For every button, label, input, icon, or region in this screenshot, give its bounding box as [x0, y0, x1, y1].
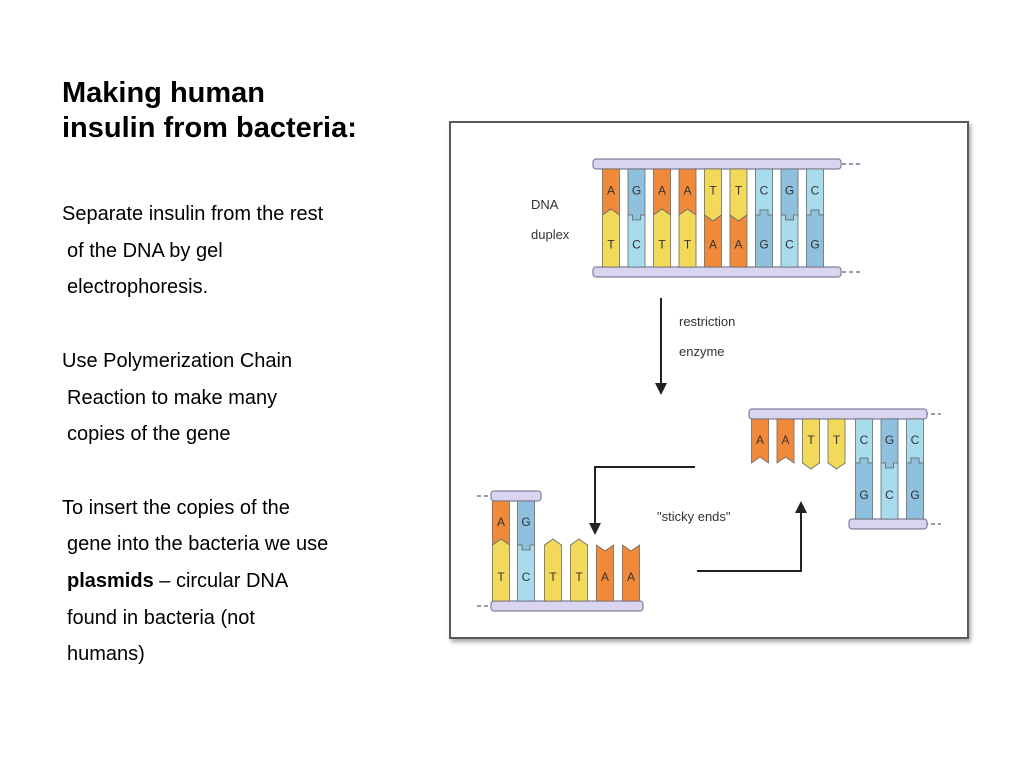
base-letter: A: [756, 433, 764, 447]
label-restriction: restriction: [679, 314, 735, 329]
left-base-bottom: [517, 544, 535, 602]
duplex-base-bottom: [806, 209, 824, 268]
base-letter: T: [807, 433, 815, 447]
slide-body: Separate insulin from the rest of the DN…: [62, 196, 402, 710]
base-letter: G: [632, 184, 641, 198]
left-fragment-bottom-backbone: [490, 600, 644, 612]
base-letter: T: [497, 570, 505, 584]
paragraph-pcr: Use Polymerization Chain Reaction to mak…: [62, 343, 402, 453]
text-line: electrophoresis.: [67, 276, 209, 299]
base-letter: C: [911, 433, 920, 447]
right-sticky-end-base: [827, 418, 846, 470]
base-letter: T: [833, 433, 841, 447]
down-arrow-head-icon: [655, 383, 667, 395]
plasmids-term: plasmids: [67, 570, 154, 592]
text-line: copies of the gene: [67, 423, 231, 446]
right-fragment-bottom-backbone: [848, 518, 928, 530]
title-line-1: Making human: [62, 77, 266, 109]
base-letter: C: [885, 488, 894, 502]
left-sticky-end-base: [544, 538, 562, 602]
right-arrow-head-icon: [795, 501, 807, 513]
duplex-base-bottom: [704, 214, 722, 268]
label-duplex: duplex: [531, 227, 570, 242]
text-line: humans): [67, 643, 145, 666]
text-line: Use Polymerization Chain: [62, 349, 293, 372]
base-letter: G: [759, 238, 768, 252]
left-fragment-top-backbone: [490, 490, 542, 502]
base-letter: G: [810, 238, 819, 252]
duplex-base-bottom: [755, 209, 773, 268]
base-letter: G: [521, 515, 530, 529]
base-letter: C: [811, 184, 820, 198]
text-line-plasmids: plasmids – circular DNA: [62, 563, 402, 600]
duplex-base-bottom: [780, 214, 799, 268]
left-sticky-end-base: [570, 538, 588, 602]
text-line: To insert the copies of the: [62, 496, 290, 519]
right-fragment-top-backbone: [748, 408, 928, 420]
duplex-base-bottom: [602, 208, 620, 268]
base-letter: A: [781, 433, 789, 447]
right-sticky-end-base: [802, 418, 820, 470]
base-letter: A: [607, 184, 615, 198]
dna-diagram-svg: DNA duplex restriction enzyme "sticky en…: [477, 158, 941, 612]
base-letter: A: [683, 184, 691, 198]
slide-title: Making human insulin from bacteria:: [62, 76, 422, 146]
base-letter: C: [760, 184, 769, 198]
base-letter: G: [910, 488, 919, 502]
base-letter: A: [709, 238, 717, 252]
base-letter: T: [607, 238, 615, 252]
base-letter: C: [785, 238, 794, 252]
text-line: gene into the bacteria we use: [67, 533, 329, 556]
duplex-base-bottom: [653, 208, 671, 268]
right-base-bottom: [880, 462, 899, 520]
duplex-base-bottom: [678, 208, 697, 268]
paragraph-gel-electrophoresis: Separate insulin from the rest of the DN…: [62, 196, 402, 306]
top-backbone: [592, 158, 842, 170]
right-sticky-end-base: [751, 418, 769, 464]
base-letter: T: [549, 570, 557, 584]
base-letter: T: [709, 184, 717, 198]
restriction-enzyme-diagram: DNA duplex restriction enzyme "sticky en…: [449, 121, 969, 639]
left-sticky-end-base: [596, 544, 614, 602]
duplex-base-bottom: [729, 214, 748, 268]
text-line: Reaction to make many: [67, 386, 278, 409]
base-letter: A: [627, 570, 635, 584]
base-letter: G: [885, 433, 894, 447]
base-letter: G: [785, 184, 794, 198]
right-base-bottom: [906, 457, 924, 520]
base-letter: A: [658, 184, 666, 198]
base-letter: C: [632, 238, 641, 252]
label-sticky-ends: "sticky ends": [657, 509, 731, 524]
base-letter: T: [735, 184, 743, 198]
base-letter: A: [601, 570, 609, 584]
right-curved-arrow: [697, 509, 802, 572]
base-letter: A: [734, 238, 742, 252]
base-letter: T: [658, 238, 666, 252]
text-line: Separate insulin from the rest: [62, 203, 324, 225]
plasmids-definition: – circular DNA: [153, 570, 289, 592]
text-line: found in bacteria (not: [67, 606, 255, 629]
title-line-2: insulin from bacteria:: [62, 112, 357, 144]
base-letter: T: [575, 570, 583, 584]
right-base-bottom: [855, 457, 873, 520]
duplex-base-bottom: [627, 214, 646, 268]
base-letter: A: [497, 515, 505, 529]
base-letter: T: [684, 238, 692, 252]
base-letter: C: [522, 570, 531, 584]
paragraph-plasmids: To insert the copies of the gene into th…: [62, 490, 402, 674]
left-sticky-end-base: [622, 544, 640, 602]
label-enzyme: enzyme: [679, 344, 725, 359]
left-curved-arrow: [594, 466, 695, 527]
text-line: of the DNA by gel: [67, 239, 223, 262]
label-dna: DNA: [531, 197, 559, 212]
base-letter: C: [860, 433, 869, 447]
right-sticky-end-base: [776, 418, 795, 464]
left-arrow-head-icon: [589, 523, 601, 535]
base-letter: G: [859, 488, 868, 502]
left-base-bottom: [492, 538, 510, 602]
bottom-backbone: [592, 266, 842, 278]
